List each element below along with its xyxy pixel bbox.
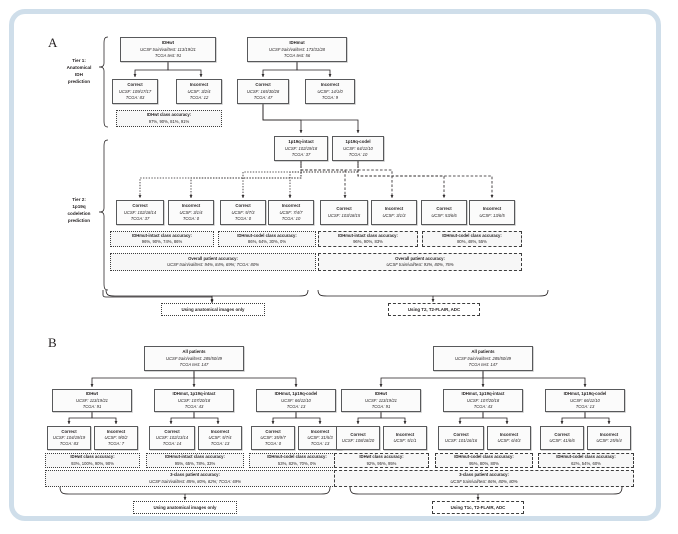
- node-b-right-branch-3[interactable]: IDHmut, 1p19q-codel UCSF: 66/11/10 TCGA:…: [545, 389, 625, 412]
- node-b-right-branch-2[interactable]: IDHmut, 1p19q-intact UCSF: 107/20/18 TCG…: [443, 389, 523, 412]
- accuracy-b-left-class-1: IDHwt class accuracy: 93%, 100%, 90%, 90…: [45, 453, 140, 468]
- node-codel-incorrect[interactable]: Incorrect UCSF: 7/4/7 TCGA: 10: [268, 200, 314, 225]
- accuracy-codel-class: IDHmut-codel class accuracy: 86%, 64%, 3…: [218, 231, 316, 247]
- accuracy-b-right-class-1: IDHwt class accuracy: 92%, 95%, 95%: [334, 453, 429, 468]
- node-intact-incorrect[interactable]: Incorrect UCSF: 3/1/4 TCGA: 0: [168, 200, 214, 225]
- node-b-left-branch-2[interactable]: IDHmut, 1p19q-intact UCSF: 107/20/18 TCG…: [154, 389, 234, 412]
- node-r-codel-correct[interactable]: Correct UCSF: 53/6/6: [421, 200, 467, 225]
- node-b-right-outcome-1[interactable]: Correct UCSF: 108/18/20: [336, 426, 380, 450]
- accuracy-b-left-overall: 3-class patient accuracy: UCSF train/val…: [45, 470, 345, 487]
- accuracy-overall-right: Overall patient accuracy: UCSF train/val…: [318, 253, 522, 271]
- node-idhmut-correct[interactable]: Correct UCSF: 165/30/28 TCGA: 47: [237, 79, 289, 104]
- node-b-right-outcome-4[interactable]: Incorrect UCSF: 6/4/3: [487, 426, 531, 450]
- node-b-left-branch-1[interactable]: IDHwt UCSF: 113/19/21 TCGA: 91: [52, 389, 132, 412]
- node-b-left-outcome-3[interactable]: Correct UCSF: 102/13/14 TCGA: 14: [149, 426, 195, 450]
- accuracy-overall-left: Overall patient accuracy: UCSF train/val…: [110, 253, 316, 271]
- tier2-label: Tier 2: 1p19q codeletion prediction: [67, 197, 91, 224]
- node-r-intact-incorrect[interactable]: Incorrect UCSF: 3/1/3: [371, 200, 417, 225]
- node-r-codel-incorrect[interactable]: Incorrect UCSF: 13/6/5: [469, 200, 515, 225]
- node-b-left-outcome-2[interactable]: Incorrect UCSF: 9/0/2 TCGA: 7: [94, 426, 138, 450]
- node-b-left-outcome-4[interactable]: Incorrect UCSF: 5/7/4 TCGA: 13: [198, 426, 242, 450]
- accuracy-b-right-class-2: IDHmut-codel class accuracy: 95%, 80%, 8…: [435, 453, 533, 468]
- node-intact-correct[interactable]: Correct UCSF: 102/18/14 TCGA: 37: [116, 200, 164, 225]
- accuracy-intact-class: IDHmut-intact class accuracy: 96%, 90%, …: [110, 231, 214, 247]
- caption-a-right: Using T2, T2-FLAIR, ADC: [388, 303, 480, 316]
- node-idhwt-incorrect[interactable]: Incorrect UCSF: 3/2/4 TCGA: 12: [176, 79, 222, 104]
- node-b-left-outcome-1[interactable]: Correct UCSF: 104/19/19 TCGA: 83: [47, 426, 91, 450]
- node-idhmut-incorrect[interactable]: Incorrect UCSF: 14/1/0 TCGA: 9: [305, 79, 355, 104]
- accuracy-b-right-class-3: IDHmut-codel class accuracy: 62%, 54%, 6…: [538, 453, 634, 468]
- node-b-right-branch-1[interactable]: IDHwt UCSF: 113/19/21 TCGA: 91: [341, 389, 421, 412]
- node-1p19q-codel[interactable]: 1p19q-codel UCSF: 64/11/10 TCGA: 10: [332, 136, 384, 161]
- caption-b-left: Using anatomical images only: [133, 501, 237, 514]
- node-b-left-outcome-6[interactable]: Incorrect UCSF: 31/5/3 TCGA: 13: [298, 426, 342, 450]
- accuracy-b-left-class-2: IDHmut-intact class accuracy: 95%, 65%, …: [146, 453, 244, 468]
- node-b-left-outcome-5[interactable]: Correct UCSF: 35/9/7 TCGA: 0: [251, 426, 295, 450]
- node-r-intact-correct[interactable]: Correct UCSF: 103/18/15: [320, 200, 368, 225]
- node-1p19q-intact[interactable]: 1p19q-intact UCSF: 102/19/18 TCGA: 37: [274, 136, 328, 161]
- node-codel-correct[interactable]: Correct UCSF: 5/7/3 TCGA: 0: [220, 200, 266, 225]
- node-b-left-branch-3[interactable]: IDHmut, 1p19q-codel UCSF: 66/11/10 TCGA:…: [256, 389, 336, 412]
- node-idhwt[interactable]: IDHwt UCSF train/val/test: 113/19/21 TCG…: [120, 37, 216, 62]
- accuracy-b-right-overall: 3-class patient accuracy: UCSF train/val…: [334, 470, 634, 487]
- caption-b-right: Using T1c, T2-FLAIR, ADC: [432, 501, 524, 514]
- node-b-right-root[interactable]: All patients UCSF train/val/test: 285/50…: [433, 346, 533, 371]
- accuracy-r-intact-class: IDHmut-intact class accuracy: 96%, 90%, …: [318, 231, 418, 247]
- accuracy-r-codel-class: IDHmut-codel class accuracy: 80%, 48%, 5…: [422, 231, 522, 247]
- node-b-right-outcome-2[interactable]: Incorrect UCSF: 5/1/1: [383, 426, 427, 450]
- node-b-left-root[interactable]: All patients UCSF train/val/test: 285/50…: [144, 346, 244, 371]
- accuracy-idhwt-class: IDHwt class accuracy: 97%, 90%, 81%, 91%: [116, 110, 222, 127]
- panel-b-letter: B: [48, 335, 57, 350]
- node-b-right-outcome-6[interactable]: Incorrect UCSF: 25/5/4: [587, 426, 631, 450]
- node-idhmut[interactable]: IDHmut UCSF train/val/test: 173/31/28 TC…: [247, 37, 347, 62]
- node-b-right-outcome-3[interactable]: Correct UCSF: 101/16/16: [438, 426, 484, 450]
- node-b-right-outcome-5[interactable]: Correct UCSF: 41/6/6: [540, 426, 584, 450]
- tier1-label: Tier 1: Anatomical IDH prediction: [66, 58, 92, 85]
- panel-a-letter: A: [48, 35, 58, 50]
- caption-a-left: Using anatomical images only: [161, 303, 265, 316]
- node-idhwt-correct[interactable]: Correct UCSF: 109/17/17 TCGA: 83: [112, 79, 158, 104]
- accuracy-b-left-class-3: IDHmut-codel class accuracy: 53%, 82%, 7…: [249, 453, 345, 468]
